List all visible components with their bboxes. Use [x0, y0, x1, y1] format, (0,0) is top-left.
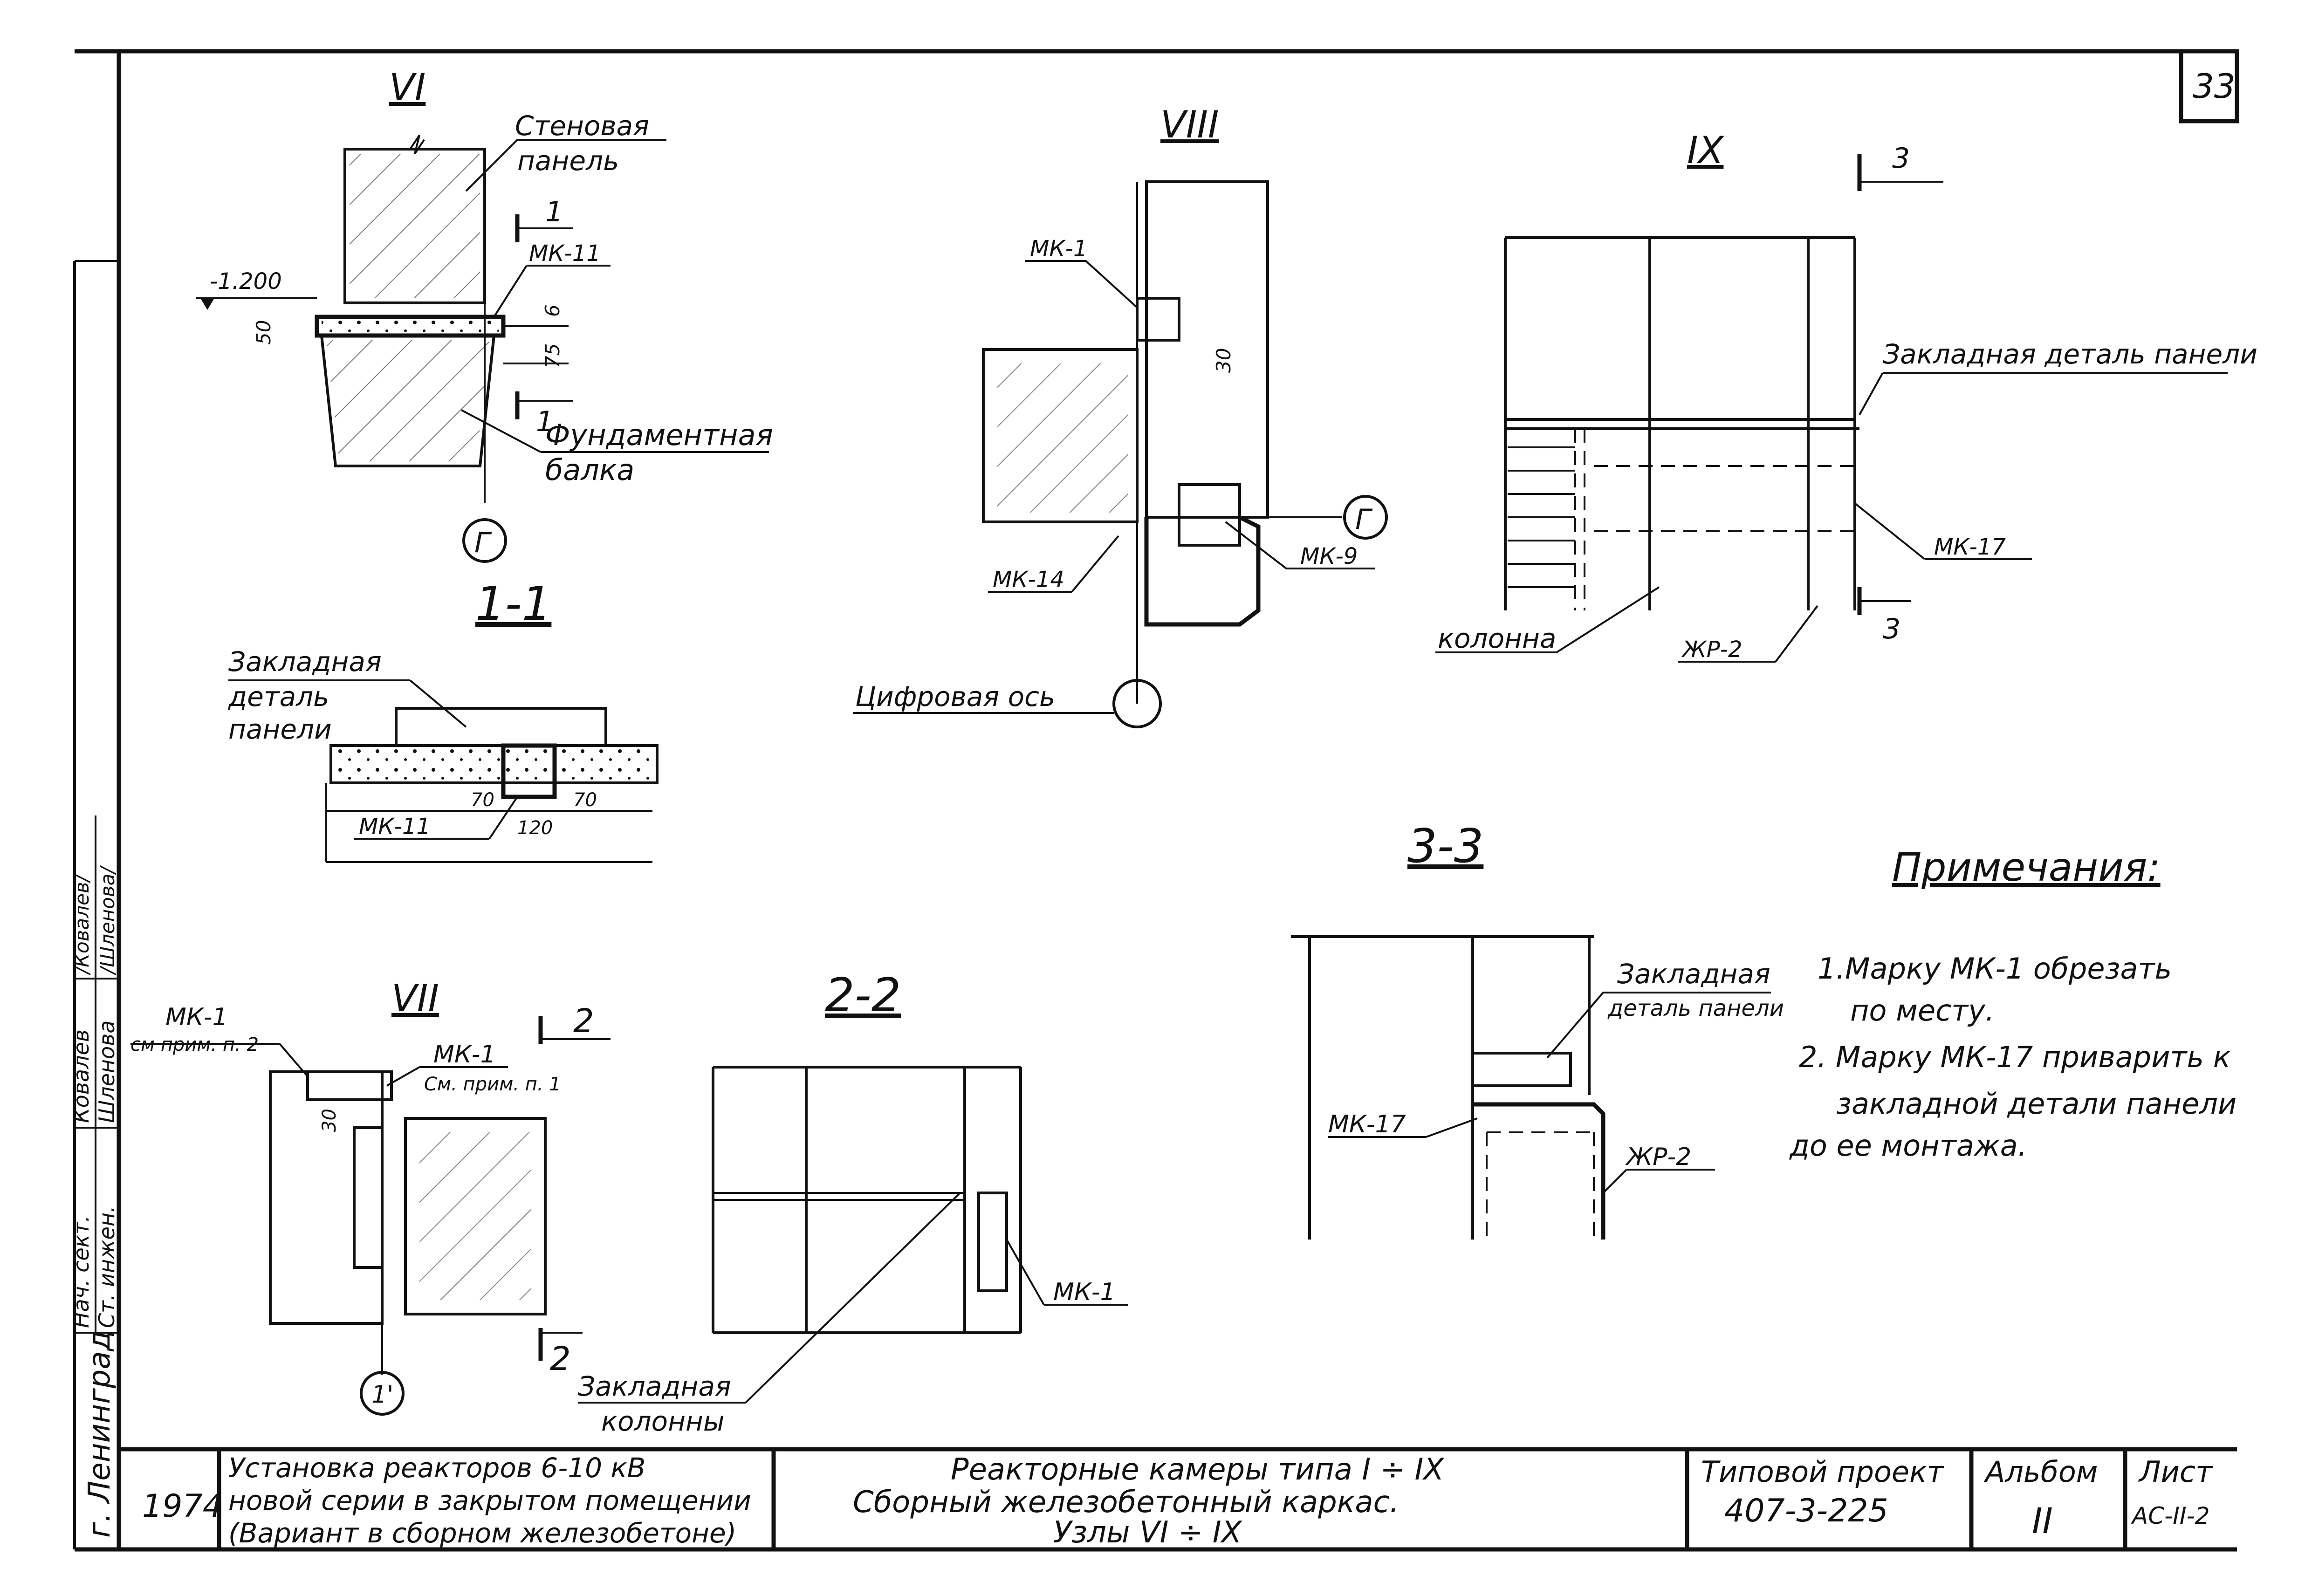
section-2-2-label-embedded-1: Закладная	[578, 1370, 731, 1402]
view-vi-axis: Г	[474, 527, 492, 559]
view-vii-mark2: МК-1	[433, 1041, 496, 1069]
view-vii-dim-30: 30	[319, 1109, 340, 1132]
view-vi-dim-50: 50	[252, 320, 275, 345]
view-ix: IX 3 3 Закладная деталь панели	[1435, 129, 2257, 663]
view-vii-axis: 1'	[371, 1381, 393, 1409]
view-vi-label-beam-2: балка	[545, 453, 634, 487]
view-vi: VI Г -1.200 50 6 75 1 1 Стеновая п	[196, 66, 773, 563]
section-3-3-mark-mk17: МК-17	[1328, 1110, 1406, 1138]
view-viii-title: VIII	[1160, 103, 1219, 146]
sheet-frame	[73, 49, 2239, 1552]
title-block-project-desc-1: Установка реакторов 6-10 кВ	[228, 1452, 645, 1484]
view-vii-title: VII	[391, 977, 439, 1020]
section-1-1: 1-1 70 120 70 Закладная деталь панели МК…	[228, 576, 659, 863]
view-ix-title: IX	[1687, 129, 1725, 172]
section-3-3-label-embedded-1: Закладная	[1617, 958, 1770, 990]
view-viii-mark-mk1: МК-1	[1030, 236, 1087, 262]
view-ix-mark-zhr2: ЖР-2	[1681, 637, 1743, 663]
section-1-1-label-embedded-3: панели	[228, 713, 332, 745]
view-vii-mark1: МК-1	[165, 1003, 228, 1031]
side-stamp-role-2: Ст. инжен.	[94, 1206, 119, 1328]
title-block-sheet-code: АС-II-2	[2131, 1502, 2210, 1529]
view-vi-section-mark-bottom: 1	[536, 405, 554, 438]
side-stamp-signature-1: /Ковалев/	[70, 873, 93, 976]
title-block-album-no: II	[2032, 1500, 2053, 1541]
notes-title: Примечания:	[1892, 844, 2161, 890]
section-2-2-label-embedded-2: колонны	[601, 1405, 725, 1437]
view-vii-note2: См. прим. п. 1	[424, 1074, 561, 1095]
view-vi-title: VI	[389, 66, 425, 109]
view-vi-label-panel-2: панель	[517, 145, 619, 177]
side-stamp: г. Ленинград Нач. сект. Ст. инжен. Ковал…	[69, 815, 119, 1538]
section-1-1-mark-mk11: МК-11	[359, 814, 431, 840]
view-viii: VIII Г 30 МК-1 МК-14 МК-9 Цифровая ось	[853, 103, 1388, 728]
section-3-3-title: 3-3	[1407, 819, 1483, 873]
title-block-project-desc-3: (Вариант в сборном железобетоне)	[228, 1517, 736, 1549]
view-vi-label-panel-1: Стеновая	[515, 110, 649, 142]
title-block-year: 1974	[142, 1488, 223, 1525]
view-viii-mark-mk9: МК-9	[1300, 543, 1358, 569]
view-viii-mark-mk14: МК-14	[993, 567, 1064, 593]
title-block-sheet-desc-2: Сборный железобетонный каркас.	[853, 1485, 1399, 1520]
view-vi-dim-6: 6	[541, 304, 564, 317]
section-1-1-dim-70-left: 70	[471, 789, 494, 811]
sheet-number: 33	[2193, 67, 2236, 106]
section-3-3: 3-3 Закладная деталь панели МК-17 ЖР-2	[1291, 819, 1784, 1240]
view-ix-section-mark-bottom: 3	[1883, 613, 1900, 645]
side-stamp-city: г. Ленинград	[82, 1330, 117, 1538]
view-vi-mark-mk11: МК-11	[529, 240, 601, 267]
view-ix-label-embedded: Закладная деталь панели	[1883, 338, 2257, 370]
section-2-2-mark-mk1: МК-1	[1053, 1278, 1116, 1306]
view-viii-label-axis: Цифровая ось	[855, 681, 1055, 712]
title-block-project-label: Типовой проект	[1701, 1455, 1945, 1489]
view-ix-stair-lines	[1508, 446, 1575, 588]
view-vi-elevation: -1.200	[210, 268, 282, 295]
notes: Примечания: 1.Марку МК-1 обрезать по мес…	[1789, 844, 2237, 1163]
side-stamp-signature-2: /Шленова/	[96, 865, 119, 976]
section-2-2: 2-2 МК-1 Закладная колонны	[578, 968, 1128, 1437]
view-ix-mark-mk17: МК-17	[1934, 534, 2006, 560]
section-1-1-label-embedded-2: деталь	[228, 681, 329, 712]
side-stamp-name-2: Шленова	[94, 1021, 119, 1123]
notes-line-1: 1.Марку МК-1 обрезать	[1818, 952, 2172, 986]
notes-line-4: закладной детали панели	[1836, 1087, 2237, 1121]
section-1-1-dim-120: 120	[517, 817, 553, 839]
view-vii-section-mark-bottom: 2	[550, 1340, 571, 1378]
view-viii-dim-30: 30	[1212, 348, 1235, 373]
view-vii: VII 1' 30 МК-1 см прим. п. 2 МК-1 См. пр…	[130, 977, 611, 1416]
side-stamp-name-1: Ковалев	[69, 1029, 94, 1123]
title-block-album-label: Альбом	[1983, 1455, 2098, 1489]
view-viii-axis: Г	[1355, 503, 1373, 536]
title-block-sheet-desc-1: Реакторные камеры типа I ÷ IX	[951, 1452, 1444, 1487]
view-vii-section-mark-top: 2	[573, 1002, 594, 1040]
view-ix-section-mark-top: 3	[1892, 142, 1910, 175]
section-3-3-mark-zhr2: ЖР-2	[1625, 1143, 1691, 1171]
notes-line-3: 2. Марку МК-17 приварить к	[1799, 1040, 2231, 1074]
view-vi-label-beam-1: Фундаментная	[545, 418, 773, 452]
title-block-project-no: 407-3-225	[1724, 1493, 1888, 1529]
section-1-1-dim-70-right: 70	[573, 789, 597, 811]
side-stamp-role-1: Нач. сект.	[69, 1215, 94, 1328]
section-1-1-title: 1-1	[475, 576, 551, 631]
title-block-sheet-label: Лист	[2138, 1455, 2213, 1489]
title-block: 1974 Установка реакторов 6-10 кВ новой с…	[119, 1447, 2237, 1550]
section-1-1-label-embedded-1: Закладная	[228, 646, 382, 678]
view-vi-section-mark-top: 1	[545, 196, 563, 228]
section-2-2-title: 2-2	[825, 968, 901, 1022]
section-3-3-label-embedded-2: деталь панели	[1607, 995, 1784, 1021]
title-block-sheet-desc-3: Узлы VI ÷ IX	[1053, 1515, 1242, 1550]
title-block-project-desc-2: новой серии в закрытом помещении	[228, 1485, 751, 1516]
view-vii-note1: см прим. п. 2	[130, 1034, 259, 1055]
view-ix-label-column: колонна	[1438, 623, 1556, 654]
notes-line-2: по месту.	[1850, 993, 1995, 1027]
notes-line-5: до ее монтажа.	[1789, 1129, 2027, 1163]
